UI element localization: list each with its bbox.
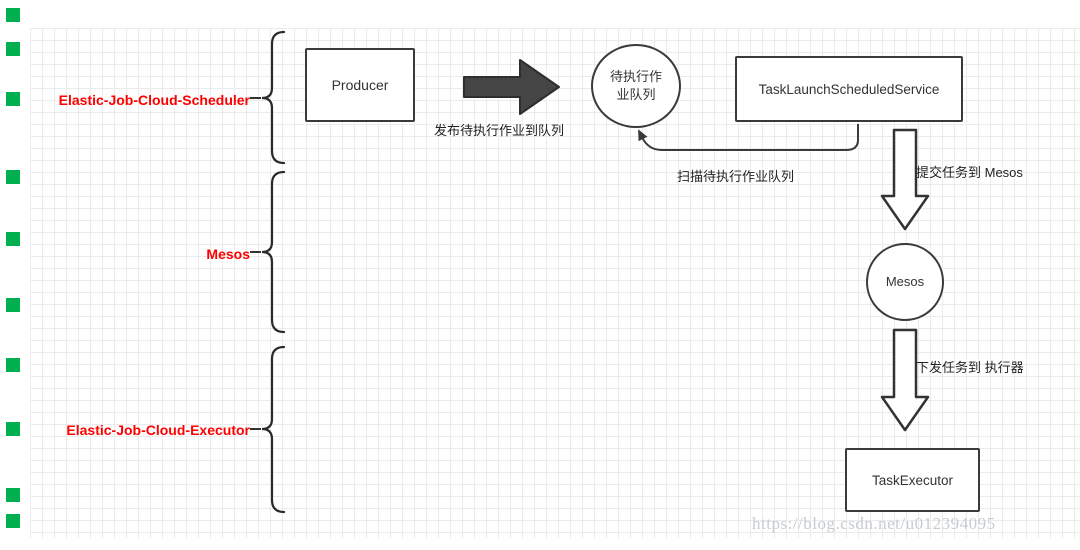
edge-label-dispatch: 下发任务到 执行器: [916, 360, 1024, 375]
queue-label-line1: 待执行作: [609, 68, 662, 84]
brace-mesos: [261, 170, 286, 334]
green-marker: [6, 8, 20, 22]
edge-label-scan: 扫描待执行作业队列: [677, 169, 795, 184]
edge-label-submit: 提交任务到 Mesos: [916, 165, 1023, 180]
green-marker: [6, 422, 20, 436]
node-producer: Producer: [305, 48, 415, 122]
green-marker: [6, 92, 20, 106]
green-marker: [6, 514, 20, 528]
section-label-scheduler: Elastic-Job-Cloud-Scheduler: [58, 92, 250, 108]
section-label-mesos: Mesos: [206, 246, 250, 262]
section-label-executor: Elastic-Job-Cloud-Executor: [66, 422, 250, 438]
queue-label-line2: 业队列: [616, 87, 656, 102]
brace-scheduler: [261, 30, 286, 165]
green-marker: [6, 358, 20, 372]
arrow-submit: [880, 128, 930, 231]
green-marker: [6, 298, 20, 312]
green-marker: [6, 170, 20, 184]
arrow-publish: [463, 59, 560, 115]
green-marker: [6, 232, 20, 246]
green-marker: [6, 488, 20, 502]
arrow-scan: [638, 124, 859, 151]
node-pending-job-queue: 待执行作 业队列: [591, 44, 681, 128]
arrow-dispatch: [880, 328, 930, 432]
brace-executor: [261, 345, 286, 514]
node-mesos: Mesos: [866, 243, 944, 321]
node-task-executor: TaskExecutor: [845, 448, 980, 512]
watermark: https://blog.csdn.net/u012394095: [752, 514, 996, 533]
green-marker: [6, 42, 20, 56]
edge-label-publish: 发布待执行作业到队列: [434, 123, 565, 138]
node-task-launch-scheduled-service: TaskLaunchScheduledService: [735, 56, 963, 122]
